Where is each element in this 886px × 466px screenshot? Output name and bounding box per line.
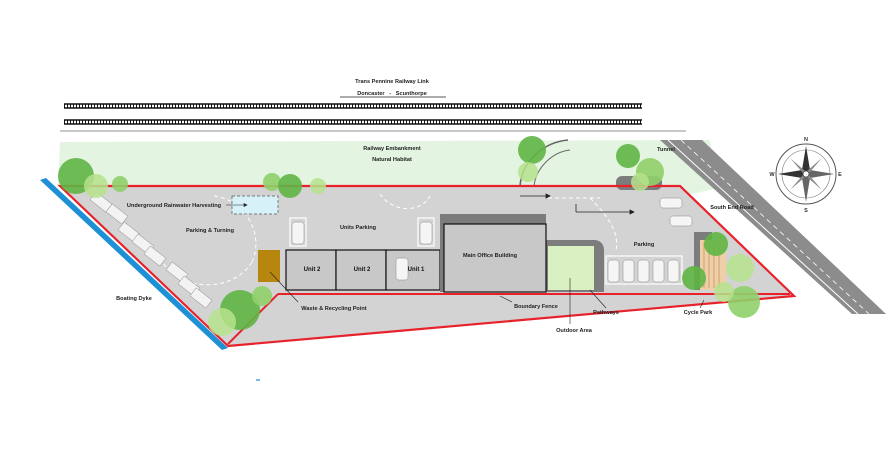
label-road: South End Road: [710, 205, 754, 211]
unit-label-a: Unit 2: [304, 267, 321, 273]
boating-dyke: [40, 178, 228, 350]
compass-south: S: [804, 208, 808, 214]
trees: [58, 136, 760, 336]
compass-rose: [775, 143, 837, 205]
label-parking-turning: Parking & Turning: [186, 228, 235, 234]
industrial-units: [285, 249, 441, 291]
rainwater-tank: [231, 195, 279, 215]
leader-lines: [226, 203, 705, 324]
label-pathways: Pathways: [593, 310, 619, 316]
unit-block-c: [385, 249, 441, 291]
road-centre-line: [680, 139, 870, 315]
label-outdoor: Outdoor Area: [556, 328, 593, 334]
title-line-2: Doncaster - Scunthorpe: [357, 91, 427, 97]
label-waste: Waste & Recycling Point: [301, 306, 367, 312]
label-main-office: Main Office Building: [463, 253, 518, 259]
units-parking-bays: [289, 217, 435, 247]
label-parking: Parking: [634, 242, 655, 248]
unit-label-b: Unit 2: [354, 267, 371, 273]
compass-north: N: [804, 137, 808, 143]
waste-recycling-point: [258, 250, 280, 282]
railway-tracks: [60, 96, 686, 132]
outdoor-area: [548, 246, 594, 290]
turning-guides: [159, 193, 618, 286]
site-boundary: [57, 184, 797, 348]
road-kerb: [667, 139, 859, 315]
compass-east: E: [838, 172, 842, 178]
direction-arrows: [520, 193, 635, 226]
right-parking-bays: [605, 197, 693, 285]
label-cycle-park: Cycle Park: [684, 310, 713, 316]
south-end-road: [660, 140, 886, 314]
label-rainwater: Underground Rainwater Harvesting: [127, 203, 222, 209]
unit-block-b: [335, 249, 387, 291]
title-line-1: Trans Pennine Railway Link: [355, 79, 430, 85]
label-embankment: Railway Embankment: [363, 146, 421, 152]
main-office-building: [443, 223, 547, 293]
label-tunnel: Tunnel: [657, 147, 675, 153]
compass-west: W: [769, 172, 775, 178]
label-units-parking: Units Parking: [340, 225, 377, 231]
label-boating-dyke: Boating Dyke: [116, 296, 152, 302]
access-road-curve-2: [533, 149, 571, 187]
unit-label-c: Unit 1: [408, 267, 425, 273]
label-habitat: Natural Habitat: [372, 157, 412, 163]
unit-block-a: [285, 249, 337, 291]
label-fence: Boundary Fence: [514, 304, 558, 310]
